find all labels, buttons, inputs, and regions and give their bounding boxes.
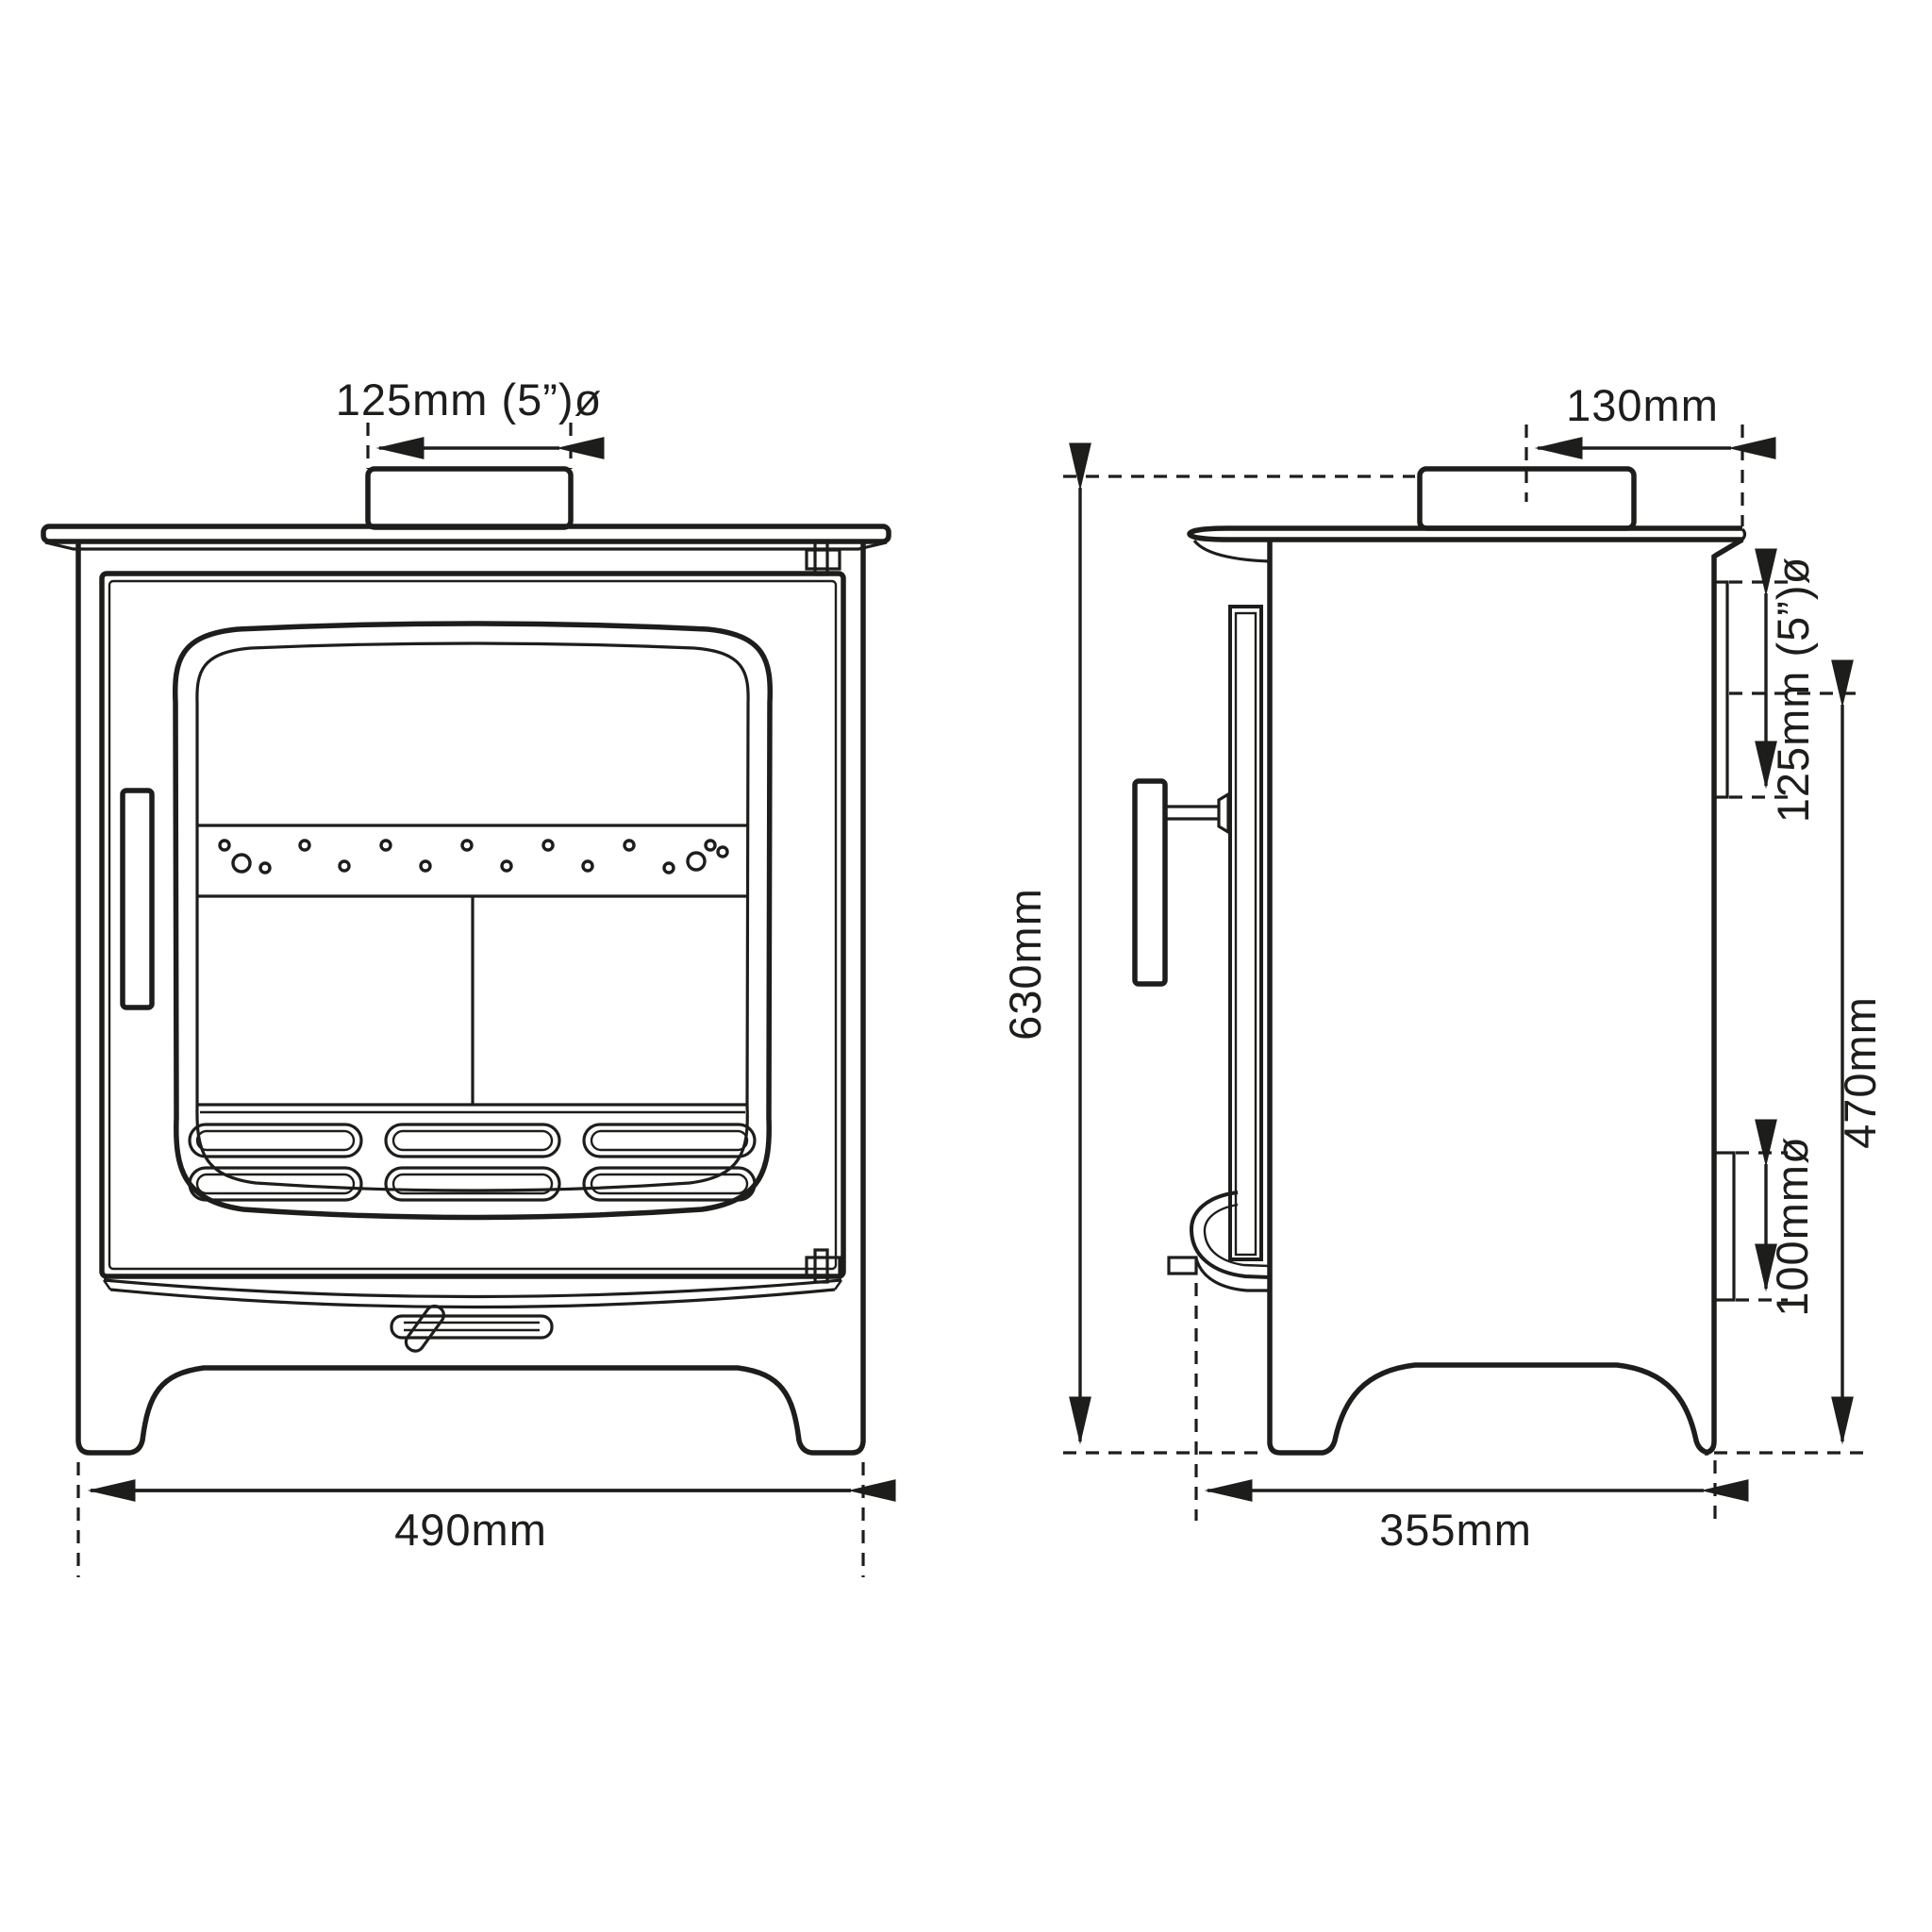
side-flue-offset-label: 130mm [1566, 380, 1719, 430]
side-flue-offset-dimension: 130mm [1524, 380, 1776, 526]
front-door-handle [120, 788, 155, 1010]
side-body-outline [1267, 537, 1744, 1456]
front-door-latch [390, 1304, 554, 1353]
side-door-catch [1167, 1256, 1198, 1275]
side-door-panel [1228, 605, 1263, 1261]
front-airwash-band [196, 824, 749, 898]
side-top-plate-back-lip [1714, 527, 1747, 558]
side-rear-lower-spigot [1712, 1151, 1736, 1302]
side-flue-centre-dimension: 470mm [1714, 659, 1885, 1455]
side-rear-flue-dimension: 125mm (5”)ø [1729, 548, 1818, 824]
front-body-outline [75, 543, 866, 1456]
side-depth-dimension: 355mm [1194, 1283, 1749, 1555]
side-rear-flue-spigot [1712, 580, 1729, 799]
side-ash-lip [1167, 1191, 1271, 1292]
side-lower-outlet-dimension: 100mmø [1736, 1119, 1817, 1317]
side-door-panel-inner [1234, 611, 1257, 1257]
side-top-plate-front-lip [1192, 539, 1271, 563]
front-view: 490mm 125mm (5”)ø [41, 375, 896, 1577]
front-flue-label: 125mm (5”)ø [336, 375, 603, 425]
front-width-dimension: 490mm [76, 1462, 896, 1577]
side-top-plate [1187, 525, 1742, 542]
air-holes [218, 839, 729, 874]
front-window-bezel-outer [172, 621, 774, 1221]
front-top-plate [41, 524, 891, 544]
front-flue-collar [365, 466, 574, 530]
front-top-plate-lip [44, 541, 888, 551]
side-door-handle [1132, 778, 1230, 987]
front-vent-ovals [188, 1123, 757, 1202]
side-flue-centre-label: 470mm [1835, 996, 1885, 1149]
side-view: 130mm 630mm 125mm (5”)ø 100mmø [1000, 380, 1885, 1555]
front-ash-lip [103, 1278, 842, 1309]
front-door-inner-edge [108, 579, 838, 1271]
front-hinge-top [805, 541, 841, 576]
side-height-label: 630mm [1000, 888, 1050, 1041]
front-flue-dimension: 125mm (5”)ø [336, 375, 605, 469]
front-lower-panels [197, 896, 748, 1114]
side-lower-outlet-label: 100mmø [1767, 1136, 1817, 1316]
front-door [99, 571, 846, 1279]
side-depth-label: 355mm [1379, 1505, 1532, 1555]
side-height-dimension: 630mm [1000, 442, 1415, 1455]
front-width-label: 490mm [394, 1505, 547, 1555]
side-rear-flue-label: 125mm (5”)ø [1768, 557, 1818, 824]
